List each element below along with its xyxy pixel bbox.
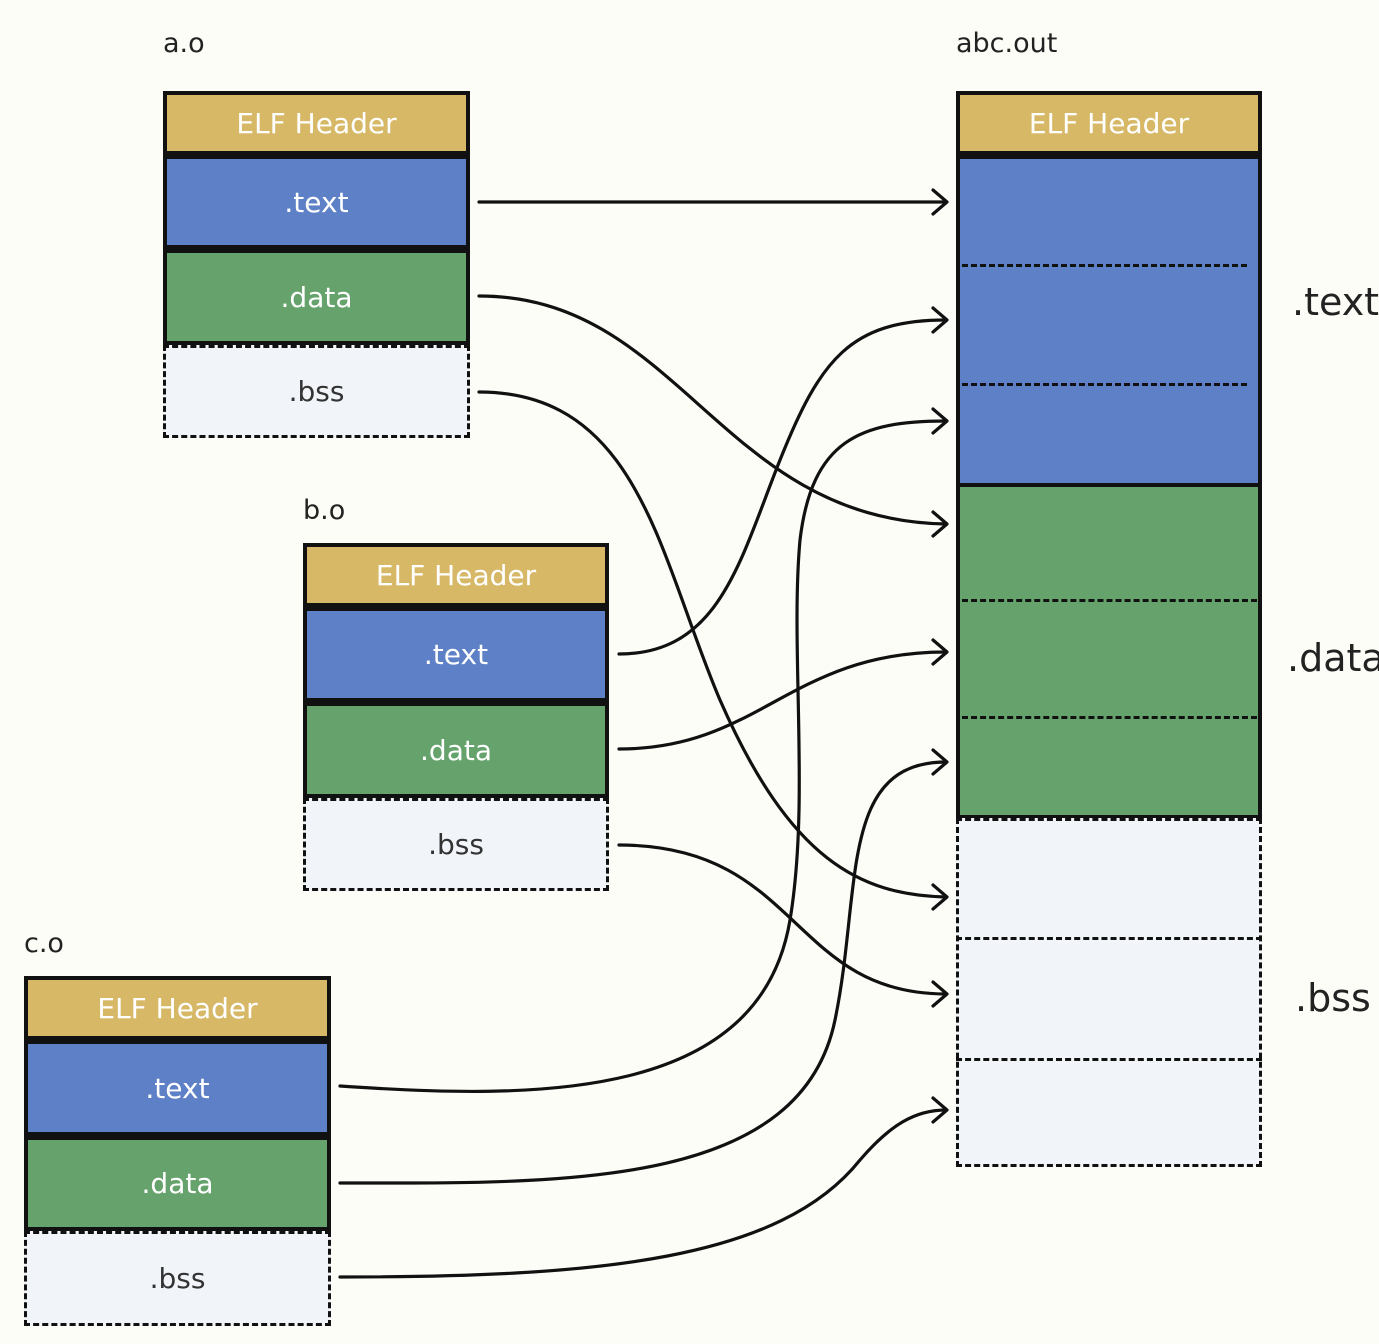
file-name-b: b.o [303,495,346,526]
arrowhead-b-bss [931,980,949,1008]
arrowhead-b-text [931,306,949,334]
out-text-section [956,155,1262,487]
c-elf-header: ELF Header [24,976,331,1040]
c-data-section: .data [24,1136,331,1231]
arrow-a-data [477,294,948,526]
out-bss-divider-2 [956,1058,1262,1061]
b-bss-section: .bss [303,798,609,891]
out-bss-section [956,818,1262,1167]
arrowhead-b-data [931,638,949,666]
arrow-b-text [617,318,948,656]
arrowhead-c-text [931,407,949,435]
b-text-section: .text [303,607,609,702]
out-bss-divider-1 [956,937,1262,940]
arrow-a-bss [477,390,948,899]
a-data-section: .data [163,249,470,345]
arrow-c-bss [338,1108,948,1279]
arrow-b-bss [617,843,948,996]
file-name-a: a.o [163,28,205,59]
arrowhead-c-data [931,748,949,776]
arrowhead-a-text [931,188,949,216]
file-name-c: c.o [24,928,64,959]
out-bss-side-label: .bss [1295,976,1371,1020]
b-elf-header: ELF Header [303,543,609,607]
out-text-divider-1 [962,264,1247,267]
b-data-section: .data [303,702,609,798]
arrowhead-a-bss [931,883,949,911]
arrowhead-a-data [931,510,949,538]
out-text-side-label: .text [1292,280,1379,324]
output-file-name: abc.out [956,28,1058,59]
c-bss-section: .bss [24,1231,331,1326]
out-elf-header: ELF Header [956,91,1262,155]
out-text-divider-2 [962,383,1247,386]
arrow-b-data [617,650,948,751]
c-text-section: .text [24,1040,331,1136]
out-data-divider-1 [962,599,1257,602]
a-text-section: .text [163,155,470,249]
arrow-c-data [338,760,948,1185]
out-data-divider-2 [962,716,1257,719]
a-elf-header: ELF Header [163,91,470,155]
out-data-side-label: .data [1287,636,1379,680]
arrowhead-c-bss [931,1096,949,1124]
a-bss-section: .bss [163,345,470,438]
out-data-section [956,483,1262,819]
arrow-c-text [338,419,948,1093]
